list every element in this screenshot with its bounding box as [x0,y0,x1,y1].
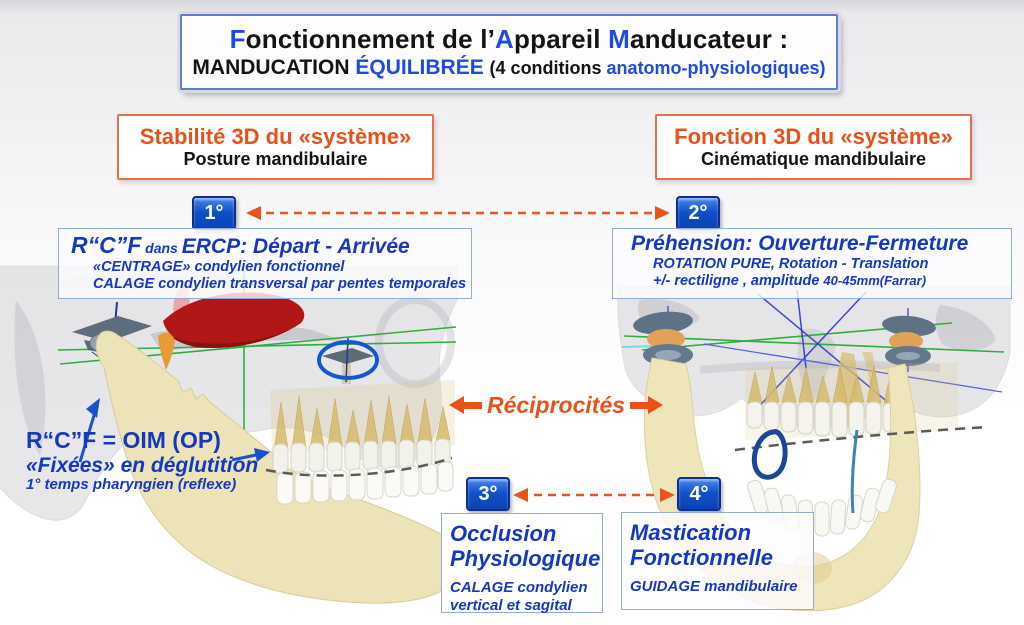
right-header-title: Fonction 3D du «système» [674,124,953,149]
lower-teeth-left [276,461,454,505]
title-part: anatomo-physiologiques) [606,58,826,79]
title-part: MANDUCATION [192,56,356,80]
badge-4: 4° [677,477,721,511]
left-info-box: R“C”F dans ERCP: Départ - Arrivée «CENTR… [58,228,472,299]
condyle-right-frontal [882,315,936,366]
right-arrow-icon [630,396,664,414]
mastication-title-line2: Fonctionnelle [630,544,773,570]
title-line2: MANDUCATION ÉQUILIBRÉE (4 conditions ana… [192,55,825,81]
muscle-shade [170,323,301,348]
right-info-line1: Préhension: Ouverture-Fermeture [631,232,969,255]
left-info-line3: CALAGE condylien transversal par pentes … [93,275,467,292]
badge-1: 1° [192,196,236,230]
opening-trace-teal [850,429,859,514]
reciprocites-row: Réciprocités [448,390,664,420]
title-part: F [229,23,246,54]
title-part: anducateur : [629,23,789,54]
info-part: ERCP: Départ - Arrivée [181,235,410,258]
occlusion-box: Occlusion Physiologique CALAGE condylien… [441,513,603,614]
occlusal-plane-right [734,425,989,452]
left-info-line1: R“C”F dans ERCP: Départ - Arrivée [71,232,463,259]
title-line1: Fonctionnement de l’Appareil Manducateur… [230,23,789,56]
left-skull-render [0,265,459,604]
left-arrow-icon [448,396,482,414]
articular-disc-circled [322,348,374,364]
oim-pointer-arrow-condyle [78,398,100,463]
title-part: onctionnement de l’ [245,23,496,54]
chewing-cycle-loop [751,429,788,480]
title-part: A [495,23,515,54]
info-part: dans [141,240,182,256]
left-header-title: Stabilité 3D du «système» [139,124,412,149]
mastication-title-line1: Mastication [630,520,752,545]
mastication-sub: GUIDAGE mandibulaire [630,578,798,596]
ligament-orange [158,332,175,370]
badge-2: 2° [676,196,720,230]
occlusion-title-line2: Physiologique [450,545,601,571]
left-info-line2: «CENTRAGE» condylien fonctionnel [93,259,345,276]
right-info-box: Préhension: Ouverture-Fermeture ROTATION… [612,228,1012,299]
title-part: (4 conditions [489,58,607,79]
oim-line1: R“C”F = OIM (OP) [26,427,221,453]
left-header-box: Stabilité 3D du «système» Posture mandib… [117,114,434,180]
right-info-line2: ROTATION PURE, Rotation - Translation [653,256,929,273]
occlusion-sub-line1: CALAGE condylien [450,579,588,597]
occlusion-sub-line2: vertical et sagital [450,596,572,614]
info-part: R“C”F [71,232,142,258]
title-part: ÉQUILIBRÉE [355,56,490,80]
left-header-subtitle: Posture mandibulaire [183,149,368,170]
upper-teeth-left [272,438,451,474]
temporal-muscle-red [163,292,305,348]
mastication-box: Mastication Fonctionnelle GUIDAGE mandib… [621,512,814,610]
info-part: +/- rectiligne , amplitude [653,272,824,289]
title-part: M [608,23,630,54]
dashed-arrow-1-2 [246,206,670,220]
right-header-subtitle: Cinématique mandibulaire [700,149,927,170]
oim-line3: 1° temps pharyngien (reflexe) [26,476,237,494]
condyle-highlight-ellipse [317,340,379,380]
reciprocites-label: Réciprocités [486,391,626,418]
occlusion-title-line1: Occlusion [450,521,557,546]
info-part: 40-45mm(Farrar) [823,272,927,288]
title-box: Fonctionnement de l’Appareil Manducateur… [180,14,838,90]
oim-pointer-arrow-teeth [231,448,270,462]
oim-label-block: R“C”F = OIM (OP) «Fixées» en déglutition… [26,427,296,494]
right-info-line3: +/- rectiligne , amplitude 40-45mm(Farra… [631,273,1003,290]
dashed-arrow-3-4 [513,488,675,502]
badge-3: 3° [466,477,510,511]
right-header-box: Fonction 3D du «système» Cinématique man… [655,114,972,180]
hinge-axis-tick [345,337,349,383]
title-part: ppareil [514,23,609,54]
occlusal-plane-left [265,456,453,477]
oim-line2: «Fixées» en déglutition [26,453,259,477]
articular-disc-left [72,316,152,342]
